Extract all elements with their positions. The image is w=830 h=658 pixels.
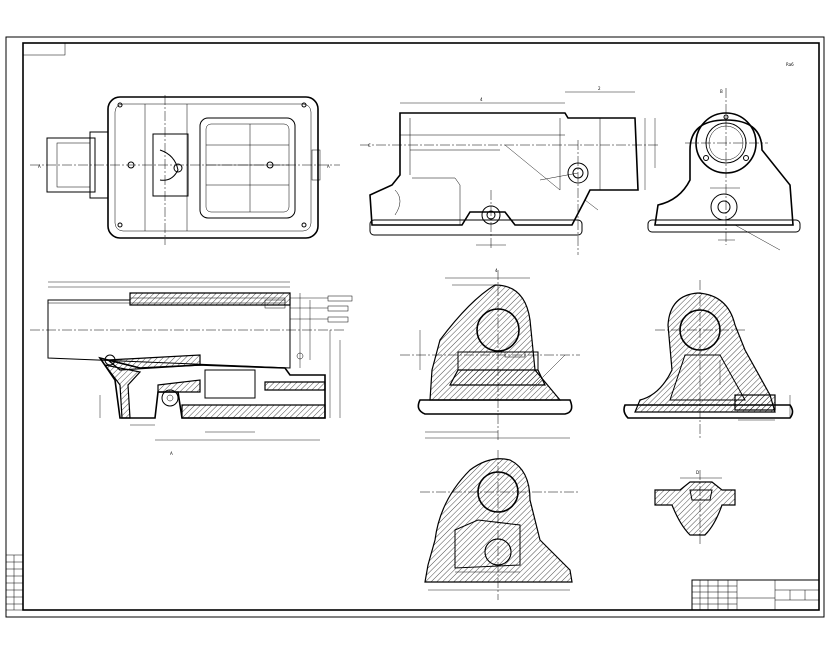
revision-strip — [5, 554, 24, 611]
top-view: A A — [30, 95, 340, 245]
front-view: 4 2 C — [360, 86, 660, 255]
detail-view: D — [654, 470, 736, 545]
svg-text:B: B — [720, 89, 723, 94]
cross-section-c — [420, 450, 580, 600]
svg-text:D: D — [696, 470, 699, 475]
side-view: B — [647, 88, 801, 251]
longitudinal-section: A — [30, 281, 353, 456]
svg-text:A: A — [38, 164, 41, 169]
svg-text:4: 4 — [495, 268, 498, 273]
corner-label-box — [22, 42, 66, 56]
svg-text:2: 2 — [598, 86, 601, 91]
svg-text:A: A — [170, 451, 173, 456]
svg-text:4: 4 — [480, 97, 483, 102]
cross-section-b — [623, 280, 794, 440]
svg-text:C: C — [368, 143, 371, 148]
roughness-note: Ra6 — [786, 62, 794, 67]
inner-border — [22, 42, 820, 611]
svg-text:A: A — [327, 164, 330, 169]
outer-border — [5, 36, 825, 618]
title-block — [691, 579, 820, 611]
cross-section-a: 4 — [400, 268, 580, 440]
